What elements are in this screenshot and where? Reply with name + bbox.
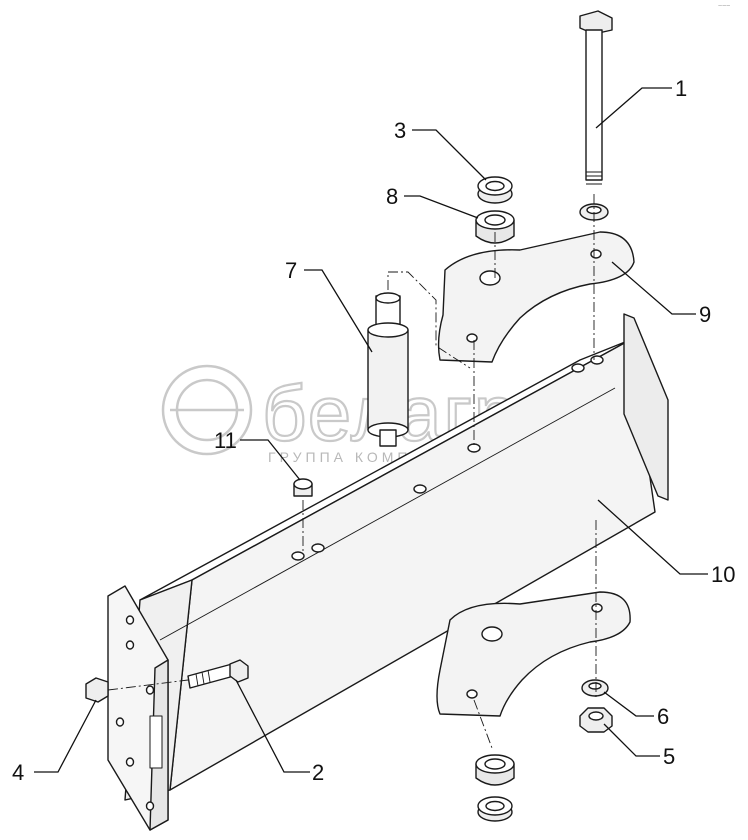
- small-bolt-head: [229, 659, 249, 683]
- callout-10: 10: [711, 562, 735, 587]
- upper-plate-hole: [590, 249, 602, 259]
- beam-top-hole: [311, 543, 325, 553]
- part-4-nut: [85, 677, 109, 703]
- leader-10: [597, 499, 708, 575]
- bolt-head: [579, 10, 613, 35]
- upper-plate-body: [437, 231, 635, 363]
- leader-8: [404, 195, 479, 219]
- lower-plate-hole: [481, 626, 503, 642]
- lower-bushing-hole: [484, 758, 506, 770]
- bolt-shank: [585, 29, 603, 181]
- beam-edge-line: [159, 387, 616, 641]
- callout-4: 4: [12, 760, 24, 785]
- callout-2: 2: [312, 760, 324, 785]
- part-1-bolt: [579, 10, 613, 185]
- bolt-thread: [586, 171, 602, 185]
- nut-3-hole: [485, 180, 505, 192]
- leader-2: [235, 679, 310, 773]
- part-3-nut: [477, 176, 513, 204]
- part-9-lower-plate: [436, 591, 631, 717]
- pin-top: [375, 292, 401, 304]
- beam-top-hole: [467, 443, 481, 453]
- flange-hole: [145, 685, 155, 695]
- beam-right-end-plate: [623, 313, 669, 501]
- leader-1: [595, 87, 672, 129]
- axis-small-bolt: [107, 679, 189, 691]
- leader-6: [603, 691, 654, 717]
- part-9-upper-plate: [437, 231, 635, 363]
- leader-7: [304, 269, 373, 353]
- leader-3: [412, 129, 487, 181]
- washer-6-hole: [588, 682, 602, 690]
- beam-top-hole: [413, 484, 427, 494]
- part-2-bolt: [187, 659, 249, 689]
- callout-8: 8: [386, 184, 398, 209]
- part-10-beam: [107, 313, 669, 831]
- callout-1: 1: [675, 76, 687, 101]
- part-7-pin: [367, 292, 409, 447]
- leader-4: [34, 699, 97, 773]
- nut-5-hole: [588, 711, 604, 721]
- lower-plate-hole: [591, 603, 603, 613]
- callouts: 1 2 3 4 5 6 7 8 9 10 11: [12, 76, 735, 785]
- callout-6: 6: [657, 704, 669, 729]
- leader-9: [611, 261, 696, 315]
- flange-hole: [125, 757, 135, 767]
- pin-body: [367, 329, 409, 431]
- small-nut-body: [85, 677, 109, 703]
- flange-hole: [125, 615, 135, 625]
- part-5-nut: [579, 707, 613, 733]
- part-11-plug: [293, 478, 313, 497]
- pin-shoulder: [367, 322, 409, 338]
- callout-9: 9: [699, 302, 711, 327]
- lower-bushing: [475, 754, 515, 786]
- axis-lower-plate: [473, 699, 493, 749]
- beam-flange-slot: [149, 715, 163, 769]
- lower-plate-body: [436, 591, 631, 717]
- upper-plate-hole: [479, 270, 501, 286]
- lower-plate-hole: [466, 689, 478, 699]
- upper-plate-hole: [466, 333, 478, 343]
- lower-nut: [477, 796, 513, 822]
- part-8-bushing: [475, 210, 515, 244]
- bushing-8-hole: [484, 214, 506, 226]
- flange-hole: [145, 801, 155, 811]
- flange-hole: [115, 717, 125, 727]
- pin-tail: [379, 429, 397, 447]
- corner-mark: ~~~: [718, 3, 730, 10]
- leader-lines: [34, 87, 708, 773]
- leader-11: [240, 439, 301, 481]
- leader-5: [603, 723, 660, 757]
- beam-top-hole: [590, 355, 604, 365]
- part-6-washer: [581, 679, 609, 697]
- assembly-axes: [107, 194, 597, 749]
- callout-3: 3: [394, 118, 406, 143]
- flange-hole: [125, 640, 135, 650]
- lower-nut-hole: [485, 800, 505, 812]
- axis-pin: [387, 271, 471, 369]
- callout-7: 7: [285, 258, 297, 283]
- watermark-logo-ring: [161, 364, 253, 456]
- callout-5: 5: [663, 744, 675, 769]
- beam-top-hole: [291, 551, 305, 561]
- small-bolt-thread: [195, 669, 211, 687]
- plug-top: [293, 478, 313, 490]
- callout-11: 11: [214, 428, 237, 453]
- beam-top-hole: [571, 363, 585, 373]
